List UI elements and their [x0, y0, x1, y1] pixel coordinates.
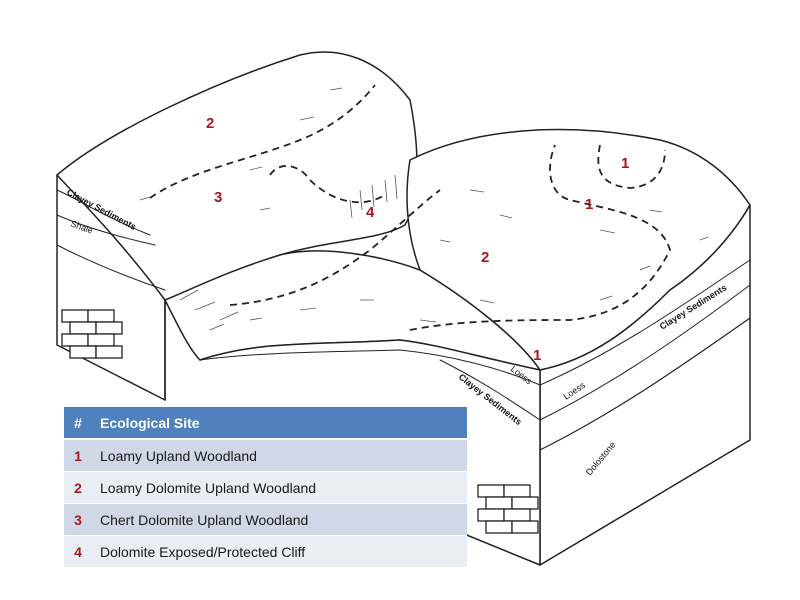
bedrock-brick-left [61, 309, 123, 359]
legend-row: 2 Loamy Dolomite Upland Woodland [64, 471, 467, 504]
bedrock-brick-right [477, 484, 539, 534]
strata-line [539, 317, 751, 451]
boundary-2-1-right [229, 189, 441, 306]
boundary-1-2-mid [409, 144, 671, 331]
boundary-2-3 [149, 84, 376, 199]
site-number-label: 1 [621, 155, 629, 172]
legend-header-number: # [64, 407, 92, 440]
site-number-label: 1 [533, 347, 541, 364]
site-boundaries [149, 84, 671, 331]
legend-row: 3 Chert Dolomite Upland Woodland [64, 503, 467, 536]
strata-line [199, 349, 541, 386]
legend-row: 1 Loamy Upland Woodland [64, 439, 467, 472]
site-number-label: 2 [206, 115, 214, 132]
site-number-label: 1 [585, 196, 593, 213]
site-number-label: 3 [214, 189, 222, 206]
legend-row-site: Chert Dolomite Upland Woodland [92, 503, 467, 536]
legend-row-number: 2 [64, 471, 92, 504]
strata-line [439, 359, 541, 421]
legend-header-site: Ecological Site [92, 407, 467, 440]
legend-row-site: Loamy Upland Woodland [92, 439, 467, 472]
strata-line [56, 214, 156, 246]
terrain-hatching [139, 87, 709, 331]
strata-line [56, 189, 151, 236]
site-number-label: 2 [481, 249, 489, 266]
legend-row: 4 Dolomite Exposed/Protected Cliff [64, 535, 467, 568]
strata-line [56, 244, 166, 291]
boundary-3-4 [269, 165, 386, 204]
legend-row-number: 4 [64, 535, 92, 568]
legend-row-number: 3 [64, 503, 92, 536]
site-number-label: 4 [366, 204, 375, 221]
legend-row-site: Loamy Dolomite Upland Woodland [92, 471, 467, 504]
boundary-1-inner [597, 144, 666, 189]
strata-line [539, 284, 751, 421]
ecological-site-legend: # Ecological Site 1 Loamy Upland Woodlan… [64, 407, 467, 568]
legend-row-site: Dolomite Exposed/Protected Cliff [92, 535, 467, 568]
legend-row-number: 1 [64, 439, 92, 472]
legend-header-row: # Ecological Site [64, 407, 467, 440]
strata-line [539, 259, 751, 386]
